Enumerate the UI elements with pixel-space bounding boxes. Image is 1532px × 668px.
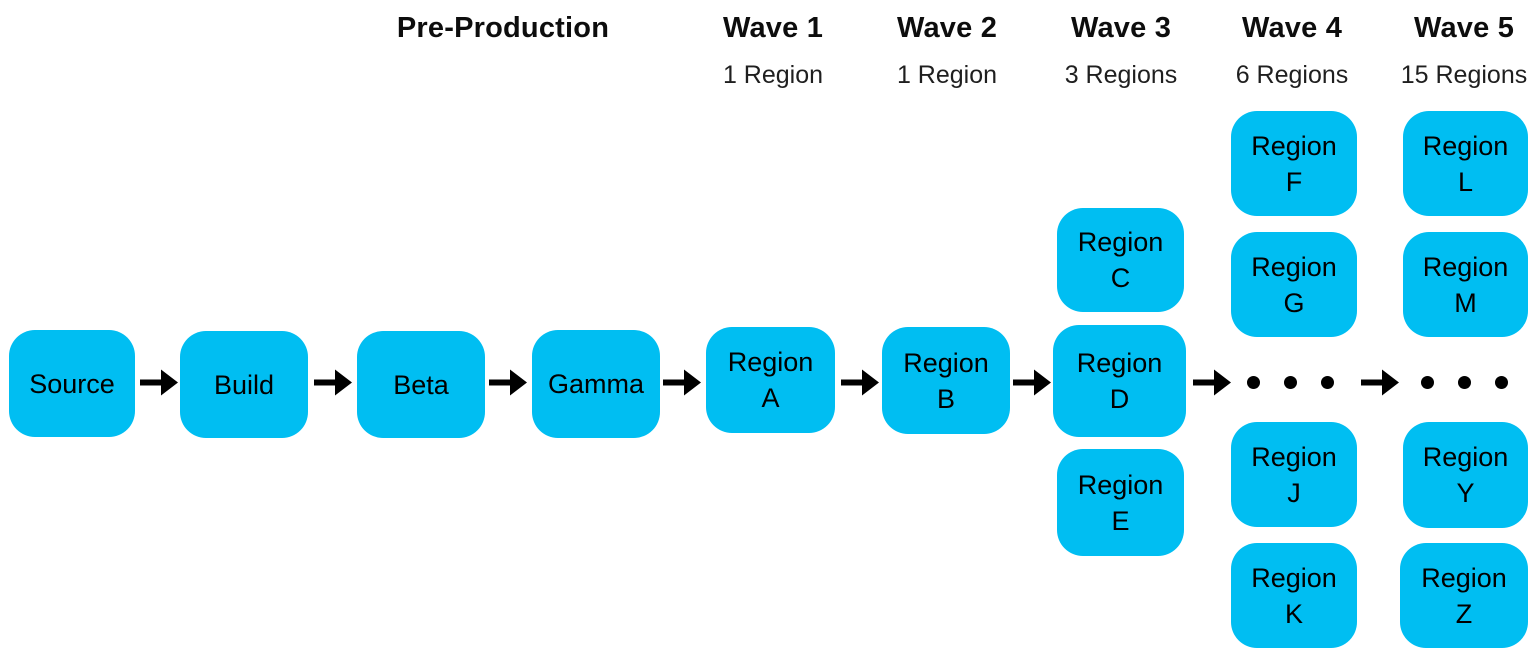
wave-2-header: Wave 2 — [896, 12, 998, 44]
node-region-e: Region E — [1057, 449, 1184, 556]
flow-arrow-icon — [140, 369, 178, 396]
node-region-a: Region A — [706, 327, 835, 433]
pipeline-stage-beta: Beta — [357, 331, 485, 438]
flow-arrow-icon — [841, 369, 879, 396]
node-region-j: Region J — [1231, 422, 1357, 527]
node-region-c: Region C — [1057, 208, 1184, 312]
wave-1-header: Wave 1 — [722, 12, 824, 44]
node-region-y: Region Y — [1403, 422, 1528, 528]
dot-icon — [1421, 376, 1434, 389]
dot-icon — [1284, 376, 1297, 389]
flow-arrow-icon — [1193, 369, 1231, 396]
wave-4-region-count: 6 Regions — [1235, 61, 1349, 89]
ellipsis-icon-wave-4 — [1247, 376, 1334, 389]
wave-3-header: Wave 3 — [1070, 12, 1172, 44]
dot-icon — [1321, 376, 1334, 389]
flow-arrow-icon — [1013, 369, 1051, 396]
wave-3-region-count: 3 Regions — [1064, 61, 1178, 89]
pipeline-stage-source: Source — [9, 330, 135, 437]
pipeline-stage-gamma: Gamma — [532, 330, 660, 438]
wave-1-region-count: 1 Region — [722, 61, 824, 89]
dot-icon — [1458, 376, 1471, 389]
node-region-m: Region M — [1403, 232, 1528, 337]
wave-4-header: Wave 4 — [1241, 12, 1343, 44]
node-region-z: Region Z — [1400, 543, 1528, 648]
ellipsis-icon-wave-5 — [1421, 376, 1508, 389]
wave-5-header: Wave 5 — [1413, 12, 1515, 44]
wave-2-region-count: 1 Region — [896, 61, 998, 89]
pipeline-stage-build: Build — [180, 331, 308, 438]
dot-icon — [1495, 376, 1508, 389]
flow-arrow-icon — [489, 369, 527, 396]
flow-arrow-icon — [314, 369, 352, 396]
wave-5-region-count: 15 Regions — [1400, 61, 1528, 89]
node-region-k: Region K — [1231, 543, 1357, 648]
node-region-f: Region F — [1231, 111, 1357, 216]
dot-icon — [1247, 376, 1260, 389]
pre-production-header: Pre-Production — [396, 12, 610, 44]
flow-arrow-icon — [1361, 369, 1399, 396]
flow-arrow-icon — [663, 369, 701, 396]
node-region-b: Region B — [882, 327, 1010, 434]
node-region-g: Region G — [1231, 232, 1357, 337]
node-region-l: Region L — [1403, 111, 1528, 216]
node-region-d: Region D — [1053, 325, 1186, 437]
